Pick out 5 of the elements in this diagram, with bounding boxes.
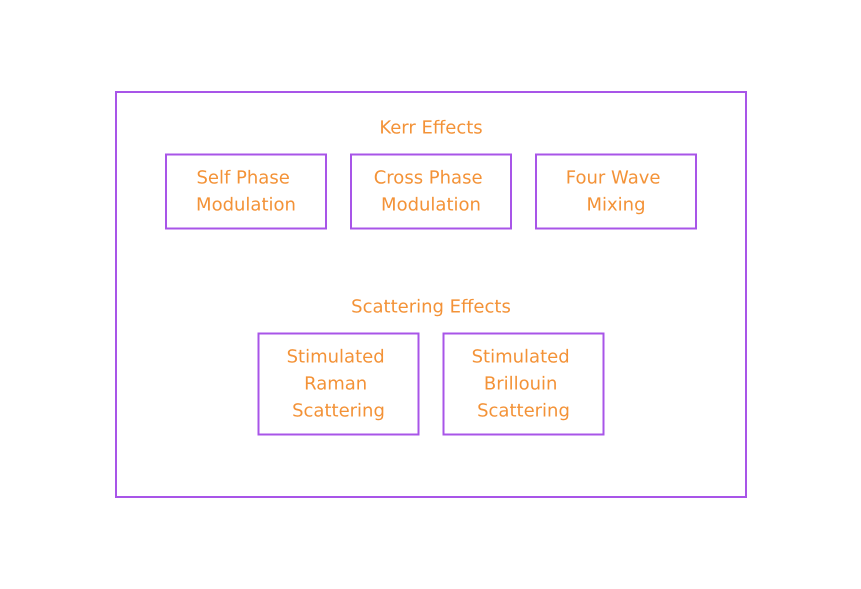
node-box: Stimulated Raman Scattering <box>257 332 419 436</box>
node-box: Self Phase Modulation <box>164 154 326 230</box>
node-box: Cross Phase Modulation <box>350 154 512 230</box>
node-box: Four Wave Mixing <box>534 154 696 230</box>
node-box: Stimulated Brillouin Scattering <box>442 332 604 436</box>
